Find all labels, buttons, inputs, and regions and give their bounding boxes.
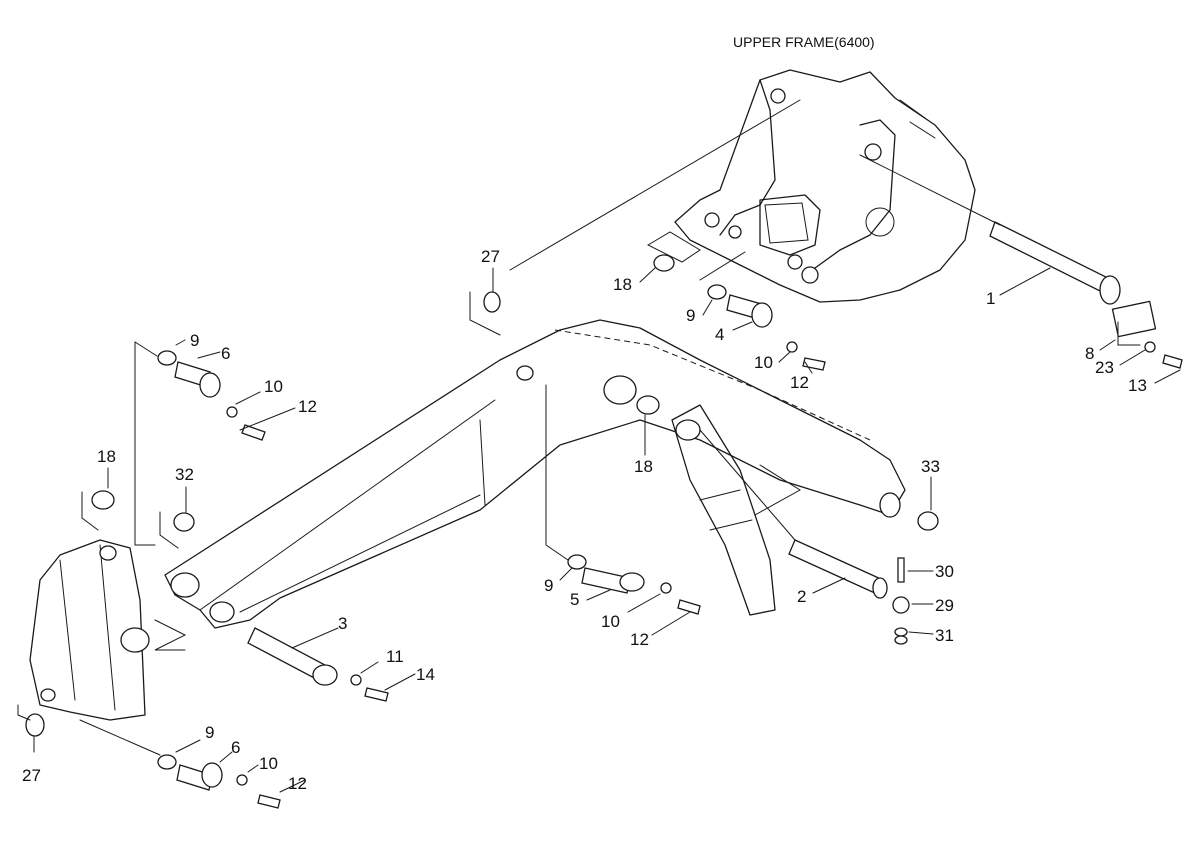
callout-12c: 12 (630, 630, 649, 649)
callout-27a: 27 (481, 247, 500, 266)
assembly-lines (17, 99, 1141, 756)
shim-9 (157, 754, 177, 770)
shim-18 (653, 254, 675, 272)
callout-6a: 6 (221, 344, 230, 363)
callout-3: 3 (338, 614, 347, 633)
pin-6-top (174, 361, 221, 398)
frame-boss (770, 88, 786, 104)
pin-4 (726, 294, 773, 328)
washer-11 (350, 674, 362, 686)
callout-14: 14 (416, 665, 435, 684)
bolt-14 (364, 687, 389, 702)
pin-1 (989, 221, 1121, 305)
boom-nose-boss (170, 572, 200, 598)
callout-9a: 9 (190, 331, 199, 350)
callout-9c: 9 (544, 576, 553, 595)
leader-lines (33, 267, 1181, 793)
pin-2 (788, 539, 888, 599)
arm-bracket (29, 539, 150, 721)
frame-boss (801, 266, 819, 284)
pin-6-bottom (176, 762, 223, 791)
bolt-12 (241, 424, 266, 441)
callout-18a: 18 (613, 275, 632, 294)
plate-8 (1111, 300, 1157, 338)
shim-27 (25, 713, 45, 737)
bolt-13 (1162, 354, 1183, 369)
shim-33 (917, 511, 939, 531)
washer-23 (1144, 341, 1156, 353)
callout-30: 30 (935, 562, 954, 581)
callout-12a: 12 (298, 397, 317, 416)
callout-27b: 27 (22, 766, 41, 785)
callout-13: 13 (1128, 376, 1147, 395)
boom-bracket-boss (516, 365, 534, 381)
collar-29 (892, 596, 910, 614)
boom-cylinder (671, 404, 776, 616)
callout-10d: 10 (259, 754, 278, 773)
callout-8: 8 (1085, 344, 1094, 363)
callout-6b: 6 (231, 738, 240, 757)
shim-32 (173, 512, 195, 532)
callout-12d: 12 (288, 774, 307, 793)
frame-boss (787, 254, 803, 270)
callout-33: 33 (921, 457, 940, 476)
callout-10a: 10 (264, 377, 283, 396)
frame-boss (704, 212, 720, 228)
pin-3 (247, 627, 338, 686)
shim-9 (157, 350, 177, 366)
bolt-30 (897, 557, 905, 583)
boom-foot-end (879, 492, 901, 518)
shim-27 (483, 291, 501, 313)
frame-boss (728, 225, 742, 239)
callout-10c: 10 (601, 612, 620, 631)
washer-10 (660, 582, 672, 594)
boom (164, 319, 906, 629)
shim-9 (707, 284, 727, 300)
callout-31: 31 (935, 626, 954, 645)
callouts: 1 2 3 4 5 6 6 8 9 9 9 9 10 10 10 10 11 1… (22, 247, 1147, 793)
upper-frame (674, 69, 976, 303)
callout-18c: 18 (97, 447, 116, 466)
pin-5 (581, 567, 645, 594)
bolt-12 (257, 794, 281, 809)
callout-11: 11 (386, 647, 404, 666)
callout-9d: 9 (205, 723, 214, 742)
shim-18 (91, 490, 115, 510)
boom-nose-boss (209, 601, 235, 623)
nut-31 (894, 635, 908, 645)
callout-18b: 18 (634, 457, 653, 476)
washer-10 (786, 341, 798, 353)
callout-5: 5 (570, 590, 579, 609)
callout-2: 2 (797, 587, 806, 606)
frame-boss (864, 143, 882, 161)
callout-32: 32 (175, 465, 194, 484)
diagram-title: UPPER FRAME(6400) (733, 34, 875, 50)
shim-9 (567, 554, 587, 570)
nut-31 (894, 627, 908, 637)
callout-1: 1 (986, 289, 995, 308)
callout-29: 29 (935, 596, 954, 615)
callout-10b: 10 (754, 353, 773, 372)
boom-foot-boss (603, 375, 637, 405)
washer-10 (226, 406, 238, 418)
callout-12b: 12 (790, 373, 809, 392)
shim-18 (636, 395, 660, 415)
callout-4: 4 (715, 325, 724, 344)
bolt-12 (677, 599, 701, 615)
washer-10 (236, 774, 248, 786)
callout-9b: 9 (686, 306, 695, 325)
callout-23: 23 (1095, 358, 1114, 377)
